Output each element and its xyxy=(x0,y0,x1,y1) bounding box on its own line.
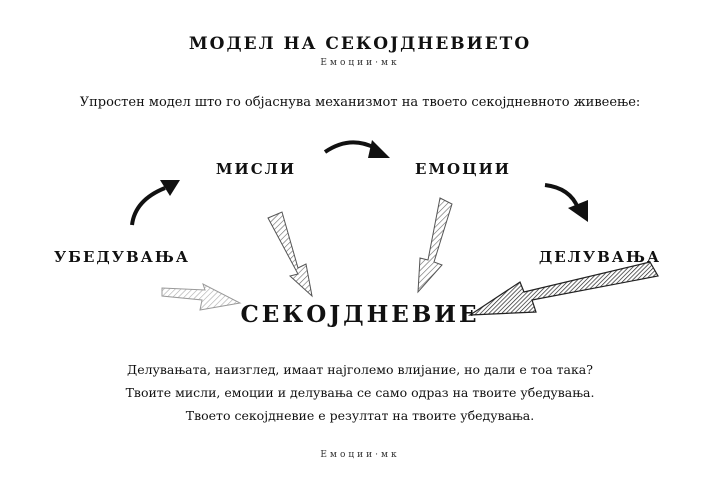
node-sekojdnevie: СЕКОЈДНЕВИЕ xyxy=(240,301,480,328)
footer-brand: Емоции·мк xyxy=(320,450,400,460)
curved-arrow-ubeduvanja-to-misli xyxy=(130,180,180,226)
curved-arrow-emocii-to-deluvanja xyxy=(544,183,588,222)
arrow-emocii-to-sekojdnevie xyxy=(417,197,453,294)
arrow-misli-to-sekojdnevie xyxy=(267,211,313,298)
arrow-ubeduvanja-to-sekojdnevie xyxy=(161,282,242,311)
page-title: МОДЕЛ НА СЕКОЈДНЕВИЕТО xyxy=(188,34,532,54)
curved-arrow-misli-to-emocii xyxy=(323,140,390,158)
body-line-2: Твоите мисли, емоции и делувања се само … xyxy=(125,385,595,400)
node-deluvanja: ДЕЛУВАЊА xyxy=(538,248,662,266)
body-line-1: Делувањата, наизглед, имаат најголемо вл… xyxy=(127,362,593,377)
node-ubeduvanja: УБЕДУВАЊА xyxy=(54,248,190,266)
body-line-3: Твоето секојдневие е резултат на твоите … xyxy=(185,408,535,423)
node-emocii: ЕМОЦИИ xyxy=(415,160,511,178)
arrow-deluvanja-to-sekojdnevie xyxy=(467,261,659,316)
brand-subtitle: Емоции·мк xyxy=(320,58,400,68)
intro-text: Упростен модел што го објаснува механизм… xyxy=(79,95,641,110)
node-misli: МИСЛИ xyxy=(215,160,297,178)
